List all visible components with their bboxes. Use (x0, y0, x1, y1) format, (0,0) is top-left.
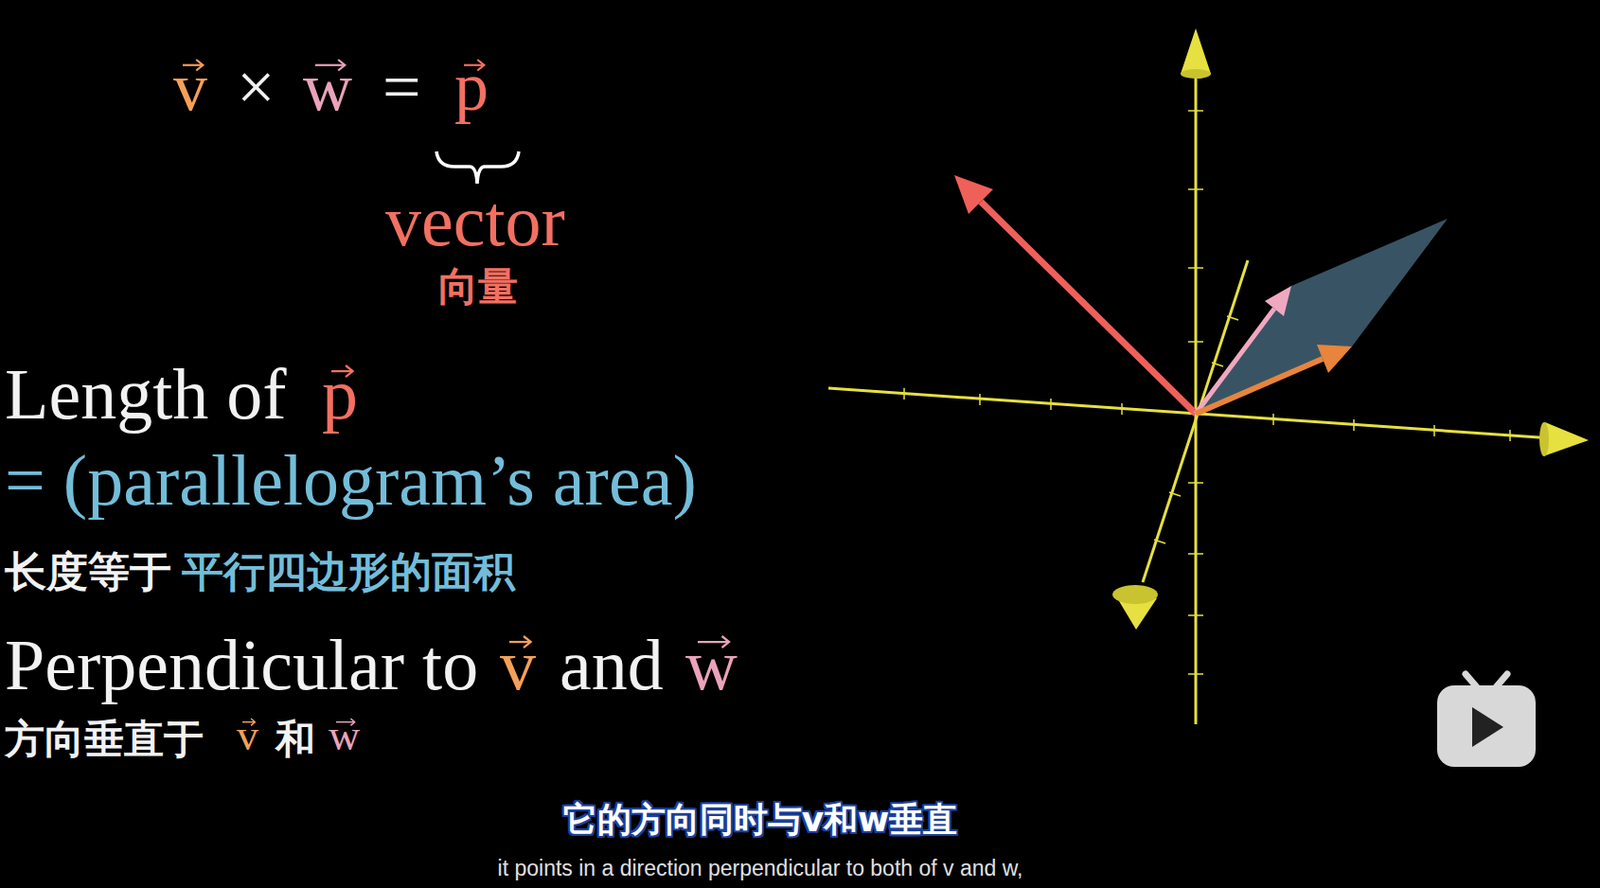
vector-word-cn: 向量 (438, 266, 518, 307)
length-text: Length of (4, 357, 287, 430)
formula-v: v (173, 53, 208, 122)
perpendicular-w: w (685, 628, 738, 701)
vector-arrow-accent (509, 636, 533, 648)
formula-p: p (454, 53, 489, 122)
formula-equals: = (382, 53, 422, 122)
vector-arrow-accent (331, 365, 355, 377)
vector-p (954, 175, 1196, 414)
perpendicular-text-cn: 方向垂直于 (4, 719, 204, 760)
subtitle-en: it points in a direction perpendicular t… (497, 857, 1024, 880)
formula-w: w (302, 53, 353, 122)
length-p: p (321, 357, 358, 430)
length-text-cn: 长度等于 (4, 551, 172, 593)
vector-v (1195, 344, 1352, 414)
vector-arrow-accent (242, 718, 256, 726)
perpendicular-v-cn: v (236, 713, 259, 758)
vector-word: vector (385, 184, 566, 257)
perpendicular-and: and (559, 628, 664, 701)
vector-arrow-accent (463, 59, 485, 72)
perpendicular-and-cn: 和 (275, 719, 316, 760)
area-text: = (parallelogram’s area) (4, 444, 697, 516)
perpendicular-v: v (499, 628, 536, 701)
vector-arrow-accent (697, 636, 730, 648)
perpendicular-text: Perpendicular to (4, 628, 479, 701)
formula-times: × (236, 53, 276, 122)
watermark-logo (1437, 674, 1536, 767)
vector-arrow-accent (182, 59, 204, 72)
subtitle-cn: 它的方向同时与v和w垂直 (563, 802, 959, 837)
area-text-cn: 平行四边形的面积 (181, 551, 516, 593)
vector-arrow-accent (315, 59, 346, 72)
axes (828, 28, 1589, 725)
perpendicular-w-cn: w (328, 713, 360, 758)
vector-arrow-accent (336, 718, 356, 726)
brace (436, 151, 519, 184)
parallelogram (1195, 218, 1448, 414)
